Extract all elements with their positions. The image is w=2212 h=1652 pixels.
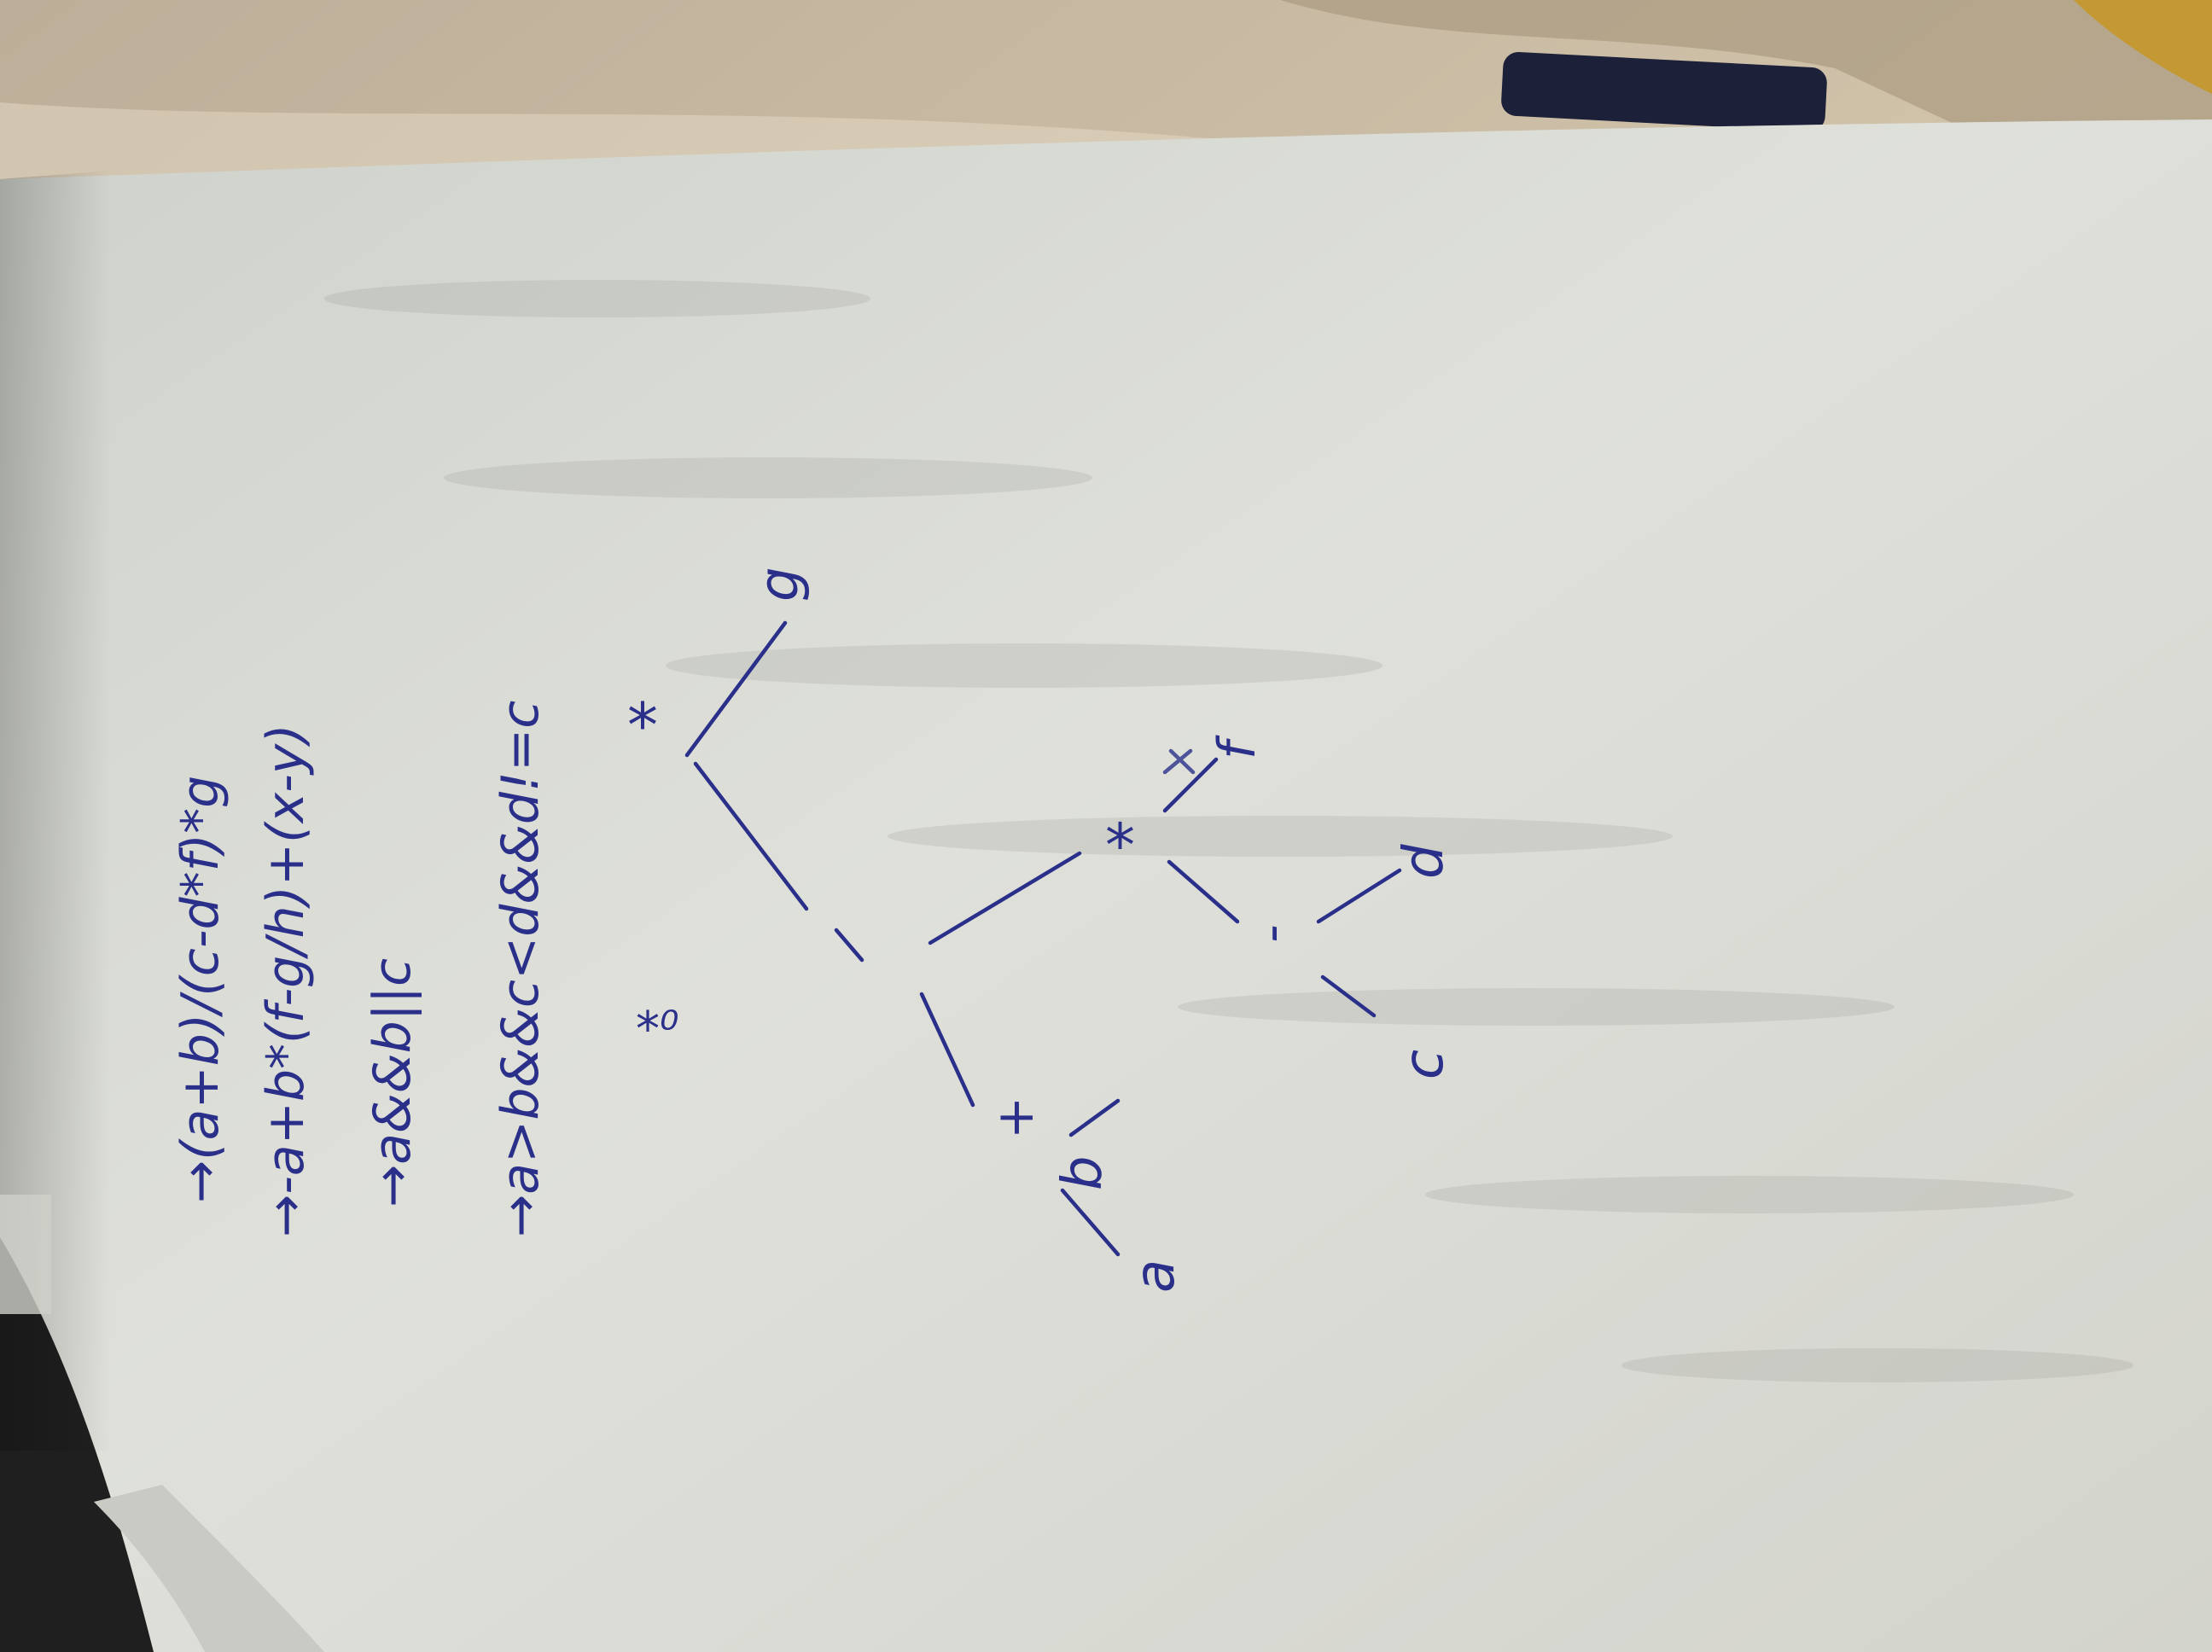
notebook-lower-page-light [94,1485,324,1652]
tree-node-mul: * [1105,811,1135,881]
tree-node-g: g [748,567,812,602]
tree-edges [684,620,1402,1257]
tree-node-a: a [1124,1259,1187,1293]
edge-div-dash [834,928,864,963]
edge-plus-b [1068,1098,1121,1137]
note-line-3: →a&&b||c [363,958,422,1207]
note-line-1: →(a+b)/(c-d*f)*g [171,776,230,1203]
scratch-mark [1162,748,1196,775]
tree-node-minus: - [1242,924,1301,943]
notebook-page [0,119,2212,1652]
edge-div-plus [919,992,975,1108]
note-line-2: →-a+b*(f-g/h)+(x-y) [256,724,316,1237]
tree-node-d: d [1393,844,1456,879]
tree-node-root: * [627,689,658,761]
tree-node-scribble: *⁰ [636,1002,678,1057]
note-line-4: →a>b&&c<d&&d!=c [491,701,550,1237]
fabric-tag [1501,52,1827,131]
edge-div-mul [928,851,1082,945]
edge-minus-d [1316,868,1402,924]
edge-minus-c [1320,974,1377,1018]
tree-node-b: b [1051,1155,1115,1190]
edge-root-g [684,620,788,758]
spine-edge [0,1195,51,1314]
tree-node-c: c [1393,1050,1456,1079]
fabric-corner-warm [2074,0,2212,94]
tree-node-f: f [1208,735,1267,759]
edge-mul-f [1162,757,1219,813]
tree-node-plus: + [986,1096,1045,1139]
edge-mul-minus [1167,859,1240,924]
show-through-marks [324,280,2133,1382]
edge-root-div-upper [693,761,809,911]
edge-plus-a [1060,1188,1121,1257]
page-shadow [0,171,111,1451]
fabric-fold [1280,0,2212,137]
